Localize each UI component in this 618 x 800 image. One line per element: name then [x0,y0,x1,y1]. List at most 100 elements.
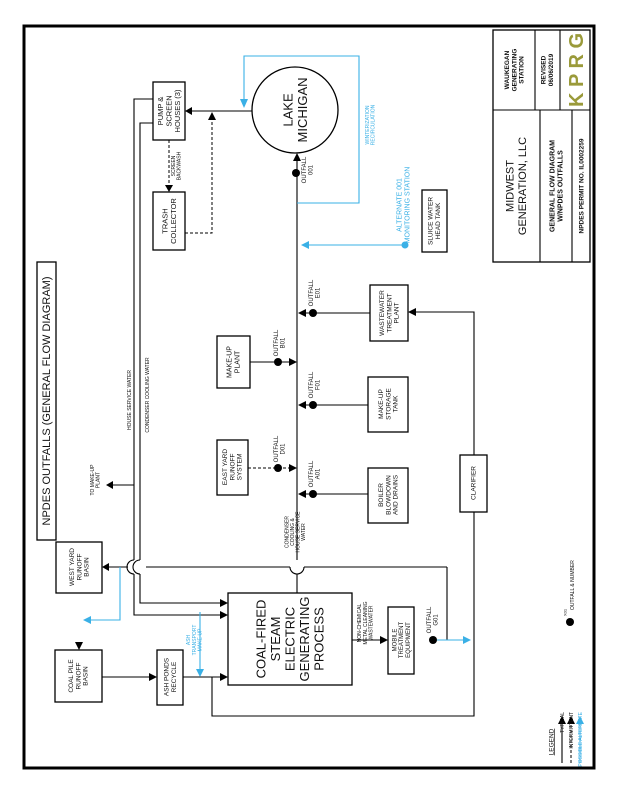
boiler-box [367,467,409,524]
outfall-d01-label: OUTFALLD01 [274,435,287,462]
makeup-storage-box [367,376,409,433]
label-line: OUTFALL [309,279,315,306]
label-line: BLOWDOWN [385,475,392,515]
label-line: ELECTRIC [283,607,298,671]
label-line: STEAM [268,617,283,662]
label-line: A01 [315,468,321,479]
west-yard-box [55,541,103,594]
title-block: MIDWESTGENERATION, LLC GENERAL FLOW DIAG… [492,29,591,263]
label-line: W/NPDES OUTFALLS [557,150,564,222]
label-line: 001 [308,164,314,175]
condenser-house-label: CONDENSERCOOLING &HOUSE SERVICEWATER [284,511,307,553]
label-line: MICHIGAN [295,78,310,143]
label-line: D01 [280,443,286,455]
pump-screen-houses-box [152,81,186,141]
trash-collector-box [152,191,186,251]
page-frame [22,24,596,770]
label-line: X01 [562,608,567,616]
clarifier-box [459,454,488,513]
mobile-label: MOBILETREATMENTEQUIPMENT [392,622,411,659]
outfall-f01-label: OUTFALLF01 [309,371,322,398]
label-line: HEAD TANK [435,202,442,239]
permit-number: NPDES PERMIT NO. IL0002259 [578,138,585,233]
label-line: COAL PILE [68,659,75,693]
sluice-label: SLUICE WATERHEAD TANK [428,197,442,245]
outfall-a01-dot [309,490,317,498]
label-line: COOLING & [290,517,296,545]
legend-intermittent: INTERMITTENT [569,712,575,749]
label-line: MAKE-UP [378,389,385,419]
legend-outfall-label: OUTFALL & NUMBER [570,560,576,610]
label-line: MAKE-UP [197,628,203,651]
east-yard-label: EAST YARDRUNOFFSYSTEM [222,449,244,485]
label-line: TYPICAL [560,712,566,733]
label-line: G01 [433,614,439,626]
label-line: BASIN [84,557,91,577]
label-line: OUTFALL [274,329,280,356]
label-line: 06/06/2019 [548,53,555,86]
drawing-title: GENERAL FLOW DIAGRAMW/NPDES OUTFALLS [550,140,565,232]
ash-ponds-label: ASH PONDSRECYCLE [164,657,178,696]
lake-label: LAKEMICHIGAN [280,78,310,143]
pump-label: PUMP &SCREENHOUSES (3) [156,89,182,132]
wastewater-box [369,284,409,342]
outfall-e01-label: OUTFALLE01 [309,279,322,306]
label-line: COLLECTOR [169,198,178,244]
label-line: POSSIBLE ALTERNATE [578,711,584,766]
label-line: EQUIPMENT [406,622,412,658]
coal-fired-box [227,592,353,686]
label-line: WINTERIZATION [365,105,371,144]
legend-typical: TYPICAL [560,712,566,733]
label-line: B01 [280,337,286,348]
label-line: HOUSE SERVICE [296,511,302,553]
label-line: OUTFALL [274,435,280,462]
label-line: RECYCLE [171,661,178,692]
label-line: SCREEN [165,95,174,126]
label-line: NPDES OUTFALLS (GENERAL FLOW DIAGRAM) [41,277,53,526]
label-line: SCREEN [171,155,177,176]
label-line: NON-CHEMICAL [357,603,363,642]
label-line: STORAGE [385,388,392,420]
label-line: PUMP & [156,97,165,126]
label-line: F01 [315,379,321,390]
label-line: K P R G [566,33,588,107]
annotations: SCREENBACKWASH HOUSE SERVICE WATER CONDE… [90,104,411,655]
label-line: RUNOFF [75,662,82,689]
coal-pile-label: COAL PILERUNOFFBASIN [68,659,90,693]
outfall-g01-dot [429,636,437,644]
legend-outfall-dot [566,618,574,626]
outfall-b01-dot [274,358,282,366]
non-chemical-label: NON-CHEMICALMETAL CLEANINGWASTEWATER [357,601,374,644]
west-yard-label: WEST YARDRUNOFFBASIN [69,548,91,586]
condenser-cooling-water-label: CONDENSER COOLING WATER [145,357,151,433]
revised-date: REVISED06/06/2019 [541,53,555,86]
kprg-logo: K P R G [566,33,588,107]
label-line: TREATMENT [399,622,405,659]
label-line: WASTEWATER [368,605,374,640]
label-line: RECIRCULATION [371,104,377,145]
ash-ponds-box [156,649,184,706]
outfall-001-dot [292,169,300,177]
label-line: BASIN [83,666,90,686]
coal-fired-label: COAL-FIREDSTEAMELECTRICGENERATINGPROCESS [253,597,326,682]
legend-possible-alternate: POSSIBLE ALTERNATE [578,711,584,766]
label-line: RUNOFF [76,553,83,580]
label-line: MOBILE [392,629,398,652]
outfalls: OUTFALL001 OUTFALLB01 OUTFALLD01 OUTFALL… [274,156,439,644]
label-line: STATION [519,56,526,84]
legend: LEGEND TYPICAL INTERMITTENT POSSIBLE ALT… [548,560,584,767]
label-line: WATER [301,523,307,541]
alternate-monitoring-dot [401,241,409,249]
alternate-flow-lines [83,55,471,677]
screen-backwash-label: SCREENBACKWASH [171,151,183,180]
diagram-title-box [36,261,57,541]
label-line: TRASH [160,208,169,233]
outfall-001-label: OUTFALL001 [302,156,315,183]
winterization-label: WINTERIZATIONRECIRCULATION [365,104,377,145]
label-line: ALTERNATE 001 [397,178,404,232]
label-line: PLANT [394,302,401,323]
lake-michigan [251,66,339,154]
label-line: MIDWEST [505,160,517,212]
label-line: CONDENSER [284,516,290,548]
